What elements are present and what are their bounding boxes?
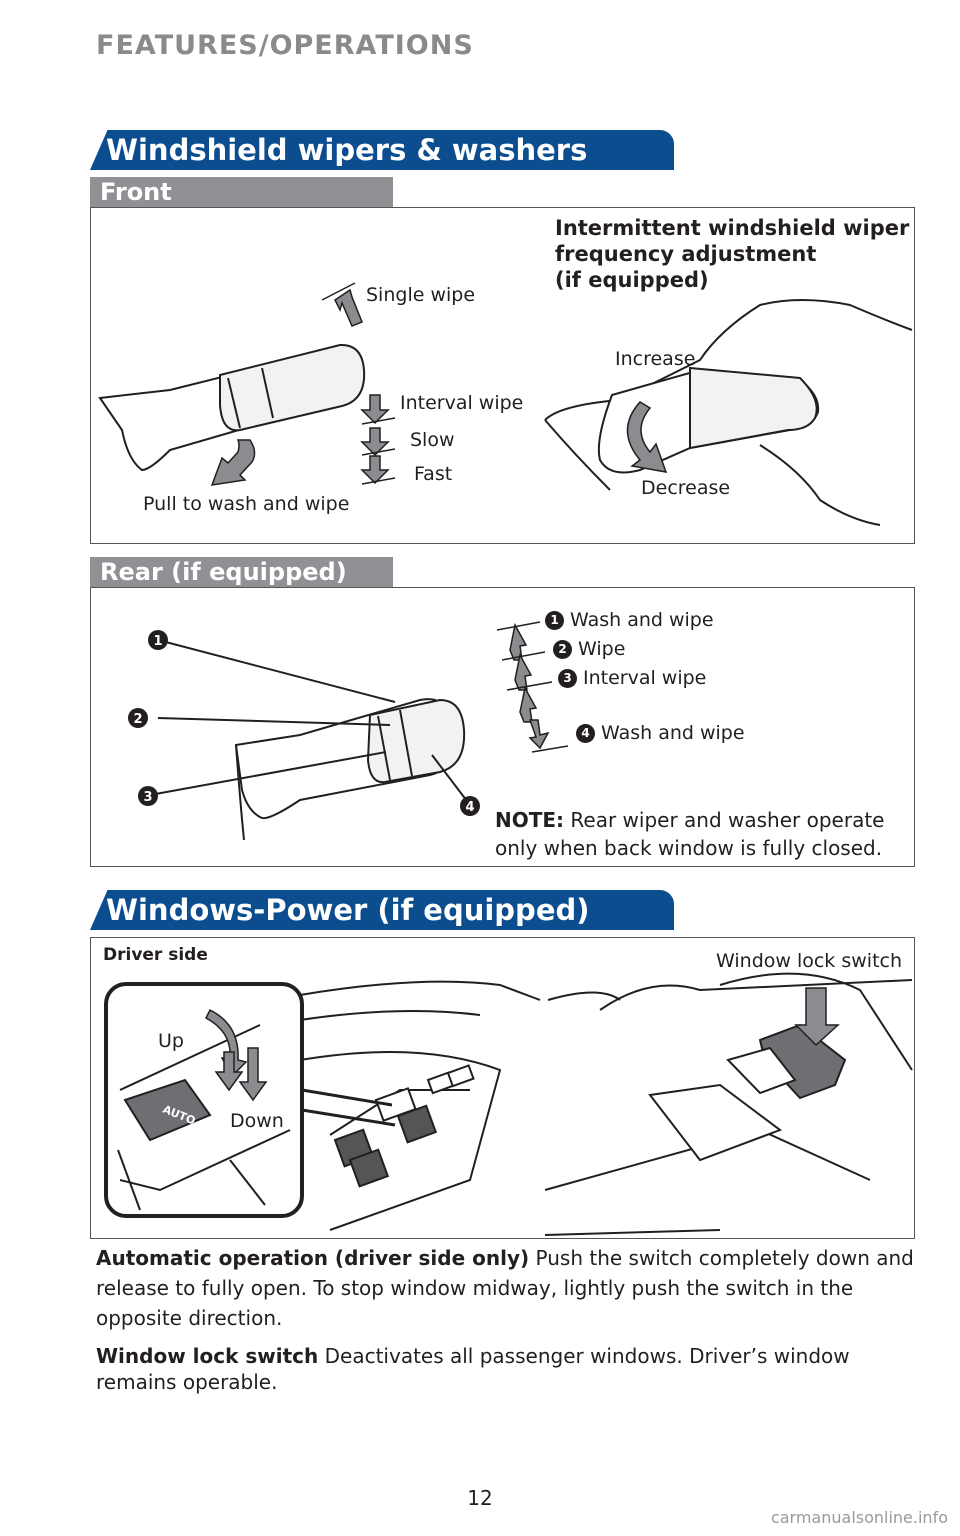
rear-label: Rear (if equipped) xyxy=(100,558,347,586)
intermittent-title-line: (if equipped) xyxy=(555,268,709,292)
svg-text:3: 3 xyxy=(143,790,152,805)
window-lock-label: Window lock switch xyxy=(716,950,903,972)
slow-label: Slow xyxy=(410,429,455,451)
interval-wipe-label: Interval wipe xyxy=(400,392,524,414)
down-label: Down xyxy=(230,1110,284,1132)
note-line2: only when back window is fully closed. xyxy=(495,836,883,860)
driver-side-label: Driver side xyxy=(103,945,208,965)
callout-text: Interval wipe xyxy=(583,667,707,689)
window-lock-paragraph: Window lock switch Deactivates all passe… xyxy=(96,1343,916,1395)
up-label: Up xyxy=(158,1030,184,1052)
paragraph-term: Window lock switch xyxy=(96,1344,319,1368)
svg-text:1: 1 xyxy=(153,634,162,649)
rear-callout-4: 4 Wash and wipe xyxy=(576,722,745,744)
paragraph-term: Automatic operation (driver side only) xyxy=(96,1246,530,1270)
svg-text:4: 4 xyxy=(465,800,474,815)
callout-number: 2 xyxy=(553,640,572,659)
paragraph-text: Deactivates all passenger windows. Drive… xyxy=(96,1344,850,1394)
front-label: Front xyxy=(100,178,172,206)
pull-wash-label: Pull to wash and wipe xyxy=(143,493,350,515)
intermittent-title: Intermittent windshield wiper frequency … xyxy=(555,215,909,293)
decrease-label: Decrease xyxy=(641,477,731,499)
single-wipe-label: Single wipe xyxy=(366,284,476,306)
paragraph-text: Push the switch completely down and rele… xyxy=(96,1246,914,1330)
windows-banner: Windows-Power (if equipped) xyxy=(90,890,674,930)
callout-number: 3 xyxy=(558,669,577,688)
intermittent-title-line: frequency adjustment xyxy=(555,242,817,266)
callout-text: Wash and wipe xyxy=(601,722,745,744)
fast-label: Fast xyxy=(414,463,453,485)
callout-text: Wash and wipe xyxy=(570,609,714,631)
wipers-title: Windshield wipers & washers xyxy=(106,133,588,167)
rear-subbar: Rear (if equipped) xyxy=(90,557,393,587)
windows-title: Windows-Power (if equipped) xyxy=(106,893,590,927)
callout-number: 1 xyxy=(545,611,564,630)
increase-label: Increase xyxy=(615,348,696,370)
intermittent-title-line: Intermittent windshield wiper xyxy=(555,216,910,240)
rear-note: NOTE: Rear wiper and washer operate only… xyxy=(495,806,884,862)
callout-number: 4 xyxy=(576,724,595,743)
note-line1: Rear wiper and washer operate xyxy=(570,808,885,832)
rear-callout-3: 3 Interval wipe xyxy=(558,667,706,689)
front-subbar: Front xyxy=(90,177,393,207)
rear-callout-1: 1 Wash and wipe xyxy=(545,609,714,631)
page-number: 12 xyxy=(467,1486,493,1510)
auto-operation-paragraph: Automatic operation (driver side only) P… xyxy=(96,1243,916,1333)
note-label: NOTE: xyxy=(495,808,565,832)
svg-text:2: 2 xyxy=(133,712,142,727)
section-header: FEATURES/OPERATIONS xyxy=(96,30,474,61)
watermark: carmanualsonline.info xyxy=(770,1508,948,1527)
callout-text: Wipe xyxy=(578,638,626,660)
wipers-banner: Windshield wipers & washers xyxy=(90,130,674,170)
rear-panel xyxy=(90,587,915,867)
rear-callout-2: 2 Wipe xyxy=(553,638,625,660)
